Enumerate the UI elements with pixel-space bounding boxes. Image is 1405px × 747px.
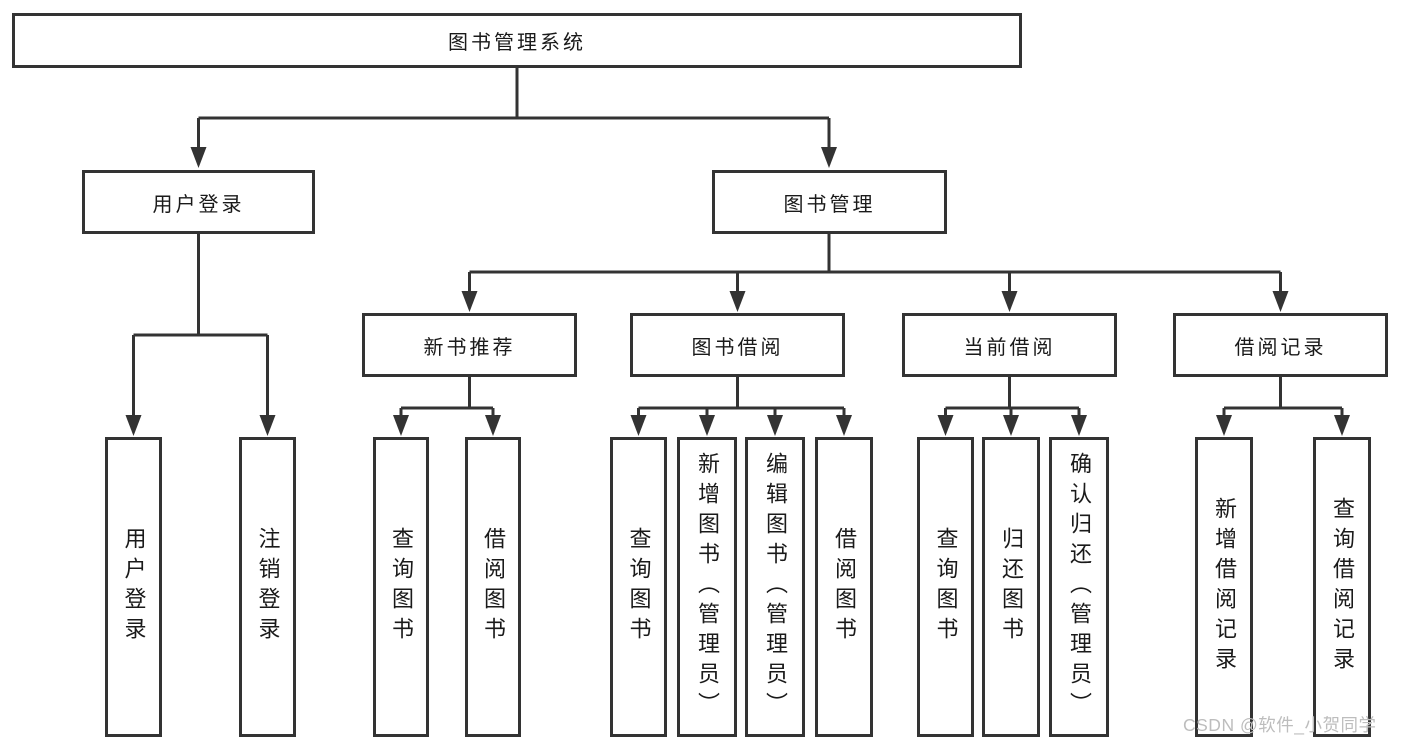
arrowhead-icon — [937, 415, 954, 436]
watermark: CSDN @软件_小贺同学 — [1183, 715, 1377, 735]
arrowhead-icon — [821, 147, 837, 168]
node-book-management: 图书管理 — [712, 170, 947, 234]
leaf-edit-book-admin: 编辑图书（管理员） — [745, 437, 805, 737]
connector-root-to-level2 — [190, 68, 837, 168]
arrowhead-icon — [1001, 291, 1018, 312]
leaf-user-login: 用户登录 — [105, 437, 162, 737]
arrowhead-icon — [393, 415, 409, 436]
leaf-query-books-current: 查询图书 — [917, 437, 974, 737]
arrowhead-icon — [1071, 415, 1087, 436]
connector-book-borrowing-to-leaves — [630, 377, 852, 436]
leaf-return-books: 归还图书 — [982, 437, 1040, 737]
connector-new-book-recommendation-to-leaves — [393, 377, 501, 436]
arrowhead-icon — [1216, 415, 1232, 436]
arrowhead-icon — [461, 291, 478, 312]
connector-book-management-to-level3 — [461, 234, 1289, 312]
leaf-query-borrow-record: 查询借阅记录 — [1313, 437, 1371, 737]
node-book-borrowing: 图书借阅 — [630, 313, 845, 377]
arrowhead-icon — [836, 415, 852, 436]
connector-borrowing-records-to-leaves — [1216, 377, 1350, 436]
leaf-borrow-books-recommendation: 借阅图书 — [465, 437, 521, 737]
leaf-query-books-borrowing: 查询图书 — [610, 437, 667, 737]
leaf-add-borrow-record: 新增借阅记录 — [1195, 437, 1253, 737]
arrowhead-icon — [767, 415, 783, 436]
leaf-query-books-recommendation: 查询图书 — [373, 437, 429, 737]
arrowhead-icon — [125, 415, 142, 436]
leaf-logout: 注销登录 — [239, 437, 296, 737]
node-borrowing-records: 借阅记录 — [1173, 313, 1388, 377]
arrowhead-icon — [699, 415, 715, 436]
node-new-book-recommendation: 新书推荐 — [362, 313, 577, 377]
leaf-add-book-admin: 新增图书（管理员） — [677, 437, 737, 737]
node-library-management-system: 图书管理系统 — [12, 13, 1022, 68]
arrowhead-icon — [729, 291, 746, 312]
arrowhead-icon — [1334, 415, 1350, 436]
arrowhead-icon — [630, 415, 647, 436]
connector-current-borrowing-to-leaves — [937, 377, 1087, 436]
arrowhead-icon — [1003, 415, 1019, 436]
arrowhead-icon — [485, 415, 501, 436]
arrowhead-icon — [259, 415, 276, 436]
leaf-borrow-books-borrowing: 借阅图书 — [815, 437, 873, 737]
arrowhead-icon — [1272, 291, 1289, 312]
leaf-confirm-return-admin: 确认归还（管理员） — [1049, 437, 1109, 737]
connector-user-login-to-leaves — [125, 234, 276, 436]
node-current-borrowing: 当前借阅 — [902, 313, 1117, 377]
arrowhead-icon — [190, 147, 207, 168]
node-user-login: 用户登录 — [82, 170, 315, 234]
